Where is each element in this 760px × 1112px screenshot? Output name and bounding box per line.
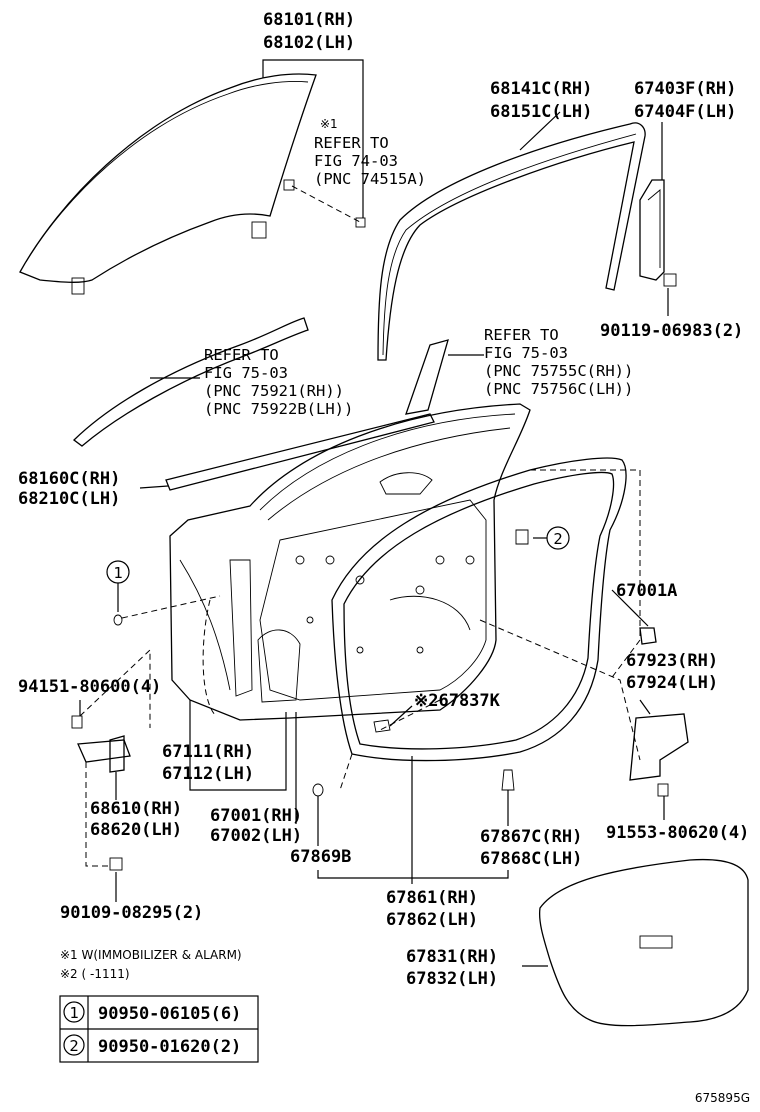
label-ref3-d: (PNC 75756C(LH)) — [484, 380, 633, 398]
hinge-dash — [479, 619, 641, 761]
label-67112: 67112(LH) — [162, 764, 254, 784]
clip-67837K — [373, 719, 391, 733]
belt-weatherstrip — [165, 413, 435, 491]
label-ref1-a: REFER TO — [314, 134, 389, 152]
upper-frame-moulding — [73, 317, 309, 447]
label-ref2-b: FIG 75-03 — [204, 364, 288, 382]
front-door-panel — [169, 403, 531, 721]
label-ref3-b: FIG 75-03 — [484, 344, 568, 362]
circle-2-text: 2 — [553, 530, 562, 548]
label-ref1-c: (PNC 74515A) — [314, 170, 426, 188]
leader-68160 — [139, 485, 169, 489]
leader-67001A — [611, 589, 649, 627]
label-67862: 67862(LH) — [386, 910, 478, 930]
glass-run-channel — [377, 122, 646, 361]
parts-table: 1 90950-06105(6) 2 90950-01620(2) — [59, 995, 259, 1063]
door-weatherstrip — [331, 457, 641, 791]
label-67001: 67001(RH) — [210, 806, 302, 826]
door-garnish-67923 — [629, 699, 689, 781]
callout-circle-1: 1 — [106, 560, 221, 626]
label-91553: 91553-80620(4) — [606, 823, 749, 843]
clip-part — [355, 217, 366, 228]
label-67867: 67867C(RH) — [480, 827, 582, 847]
service-hole-cover — [538, 858, 749, 1027]
label-94151: 94151-80600(4) — [18, 677, 161, 697]
label-ref2-a: REFER TO — [204, 346, 279, 364]
table-row2-num: 2 — [69, 1037, 78, 1055]
plug-67869B — [312, 783, 324, 797]
clip-67001A — [639, 627, 657, 645]
leader-67111 — [189, 700, 287, 791]
leader-68101 — [262, 59, 364, 218]
table-row2-part: 90950-01620(2) — [98, 1037, 241, 1057]
label-67861: 67861(RH) — [386, 888, 478, 908]
label-68102: 68102(LH) — [263, 33, 355, 53]
label-67111: 67111(RH) — [162, 742, 254, 762]
leader-68141 — [519, 111, 561, 151]
cover-dash — [202, 599, 217, 717]
clip-dash — [379, 699, 441, 731]
label-67924: 67924(LH) — [626, 673, 718, 693]
footnote-1: ※1 W(IMMOBILIZER & ALARM) — [60, 948, 242, 962]
leader-67837 — [389, 705, 413, 727]
hinge-68610 — [71, 648, 151, 902]
label-67868: 67868C(LH) — [480, 849, 582, 869]
table-row1-num: 1 — [69, 1004, 78, 1022]
label-68620: 68620(LH) — [90, 820, 182, 840]
label-68151: 68151C(LH) — [490, 102, 592, 122]
label-note1-mark: ※1 — [320, 117, 338, 131]
label-67923: 67923(RH) — [626, 651, 718, 671]
label-90119: 90119-06983(2) — [600, 321, 743, 341]
label-67404: 67404F(LH) — [634, 102, 736, 122]
label-ref1-b: FIG 74-03 — [314, 152, 398, 170]
label-67832: 67832(LH) — [406, 969, 498, 989]
label-67831: 67831(RH) — [406, 947, 498, 967]
label-68141: 68141C(RH) — [490, 79, 592, 99]
figure-code: 675895G — [695, 1091, 750, 1105]
leader-67869-bracket — [317, 870, 509, 879]
label-ref3-c: (PNC 75755C(RH)) — [484, 362, 633, 380]
callout-circle-2: 2 — [515, 526, 570, 550]
door-glass — [19, 73, 317, 295]
label-ref2-c: (PNC 75921(RH)) — [204, 382, 344, 400]
label-ref3-a: REFER TO — [484, 326, 559, 344]
label-ref2-d: (PNC 75922B(LH)) — [204, 400, 353, 418]
label-68210: 68210C(LH) — [18, 489, 120, 509]
label-68101: 68101(RH) — [263, 10, 355, 30]
label-67403: 67403F(RH) — [634, 79, 736, 99]
circle-1-text: 1 — [113, 564, 122, 582]
footnote-2: ※2 ( -1111) — [60, 967, 130, 981]
label-68610: 68610(RH) — [90, 799, 182, 819]
leader-dash-1 — [291, 185, 361, 223]
label-67001A: 67001A — [616, 581, 677, 601]
bolt-91553 — [657, 783, 669, 820]
label-67837: ※267837K — [414, 691, 501, 711]
clip-67867C — [501, 769, 515, 791]
label-68160: 68160C(RH) — [18, 469, 120, 489]
window-frame-garnish — [405, 339, 449, 415]
label-67869: 67869B — [290, 847, 351, 867]
label-90109: 90109-08295(2) — [60, 903, 203, 923]
table-row1-part: 90950-06105(6) — [98, 1004, 241, 1024]
front-belt-piece — [639, 179, 677, 287]
label-67002: 67002(LH) — [210, 826, 302, 846]
